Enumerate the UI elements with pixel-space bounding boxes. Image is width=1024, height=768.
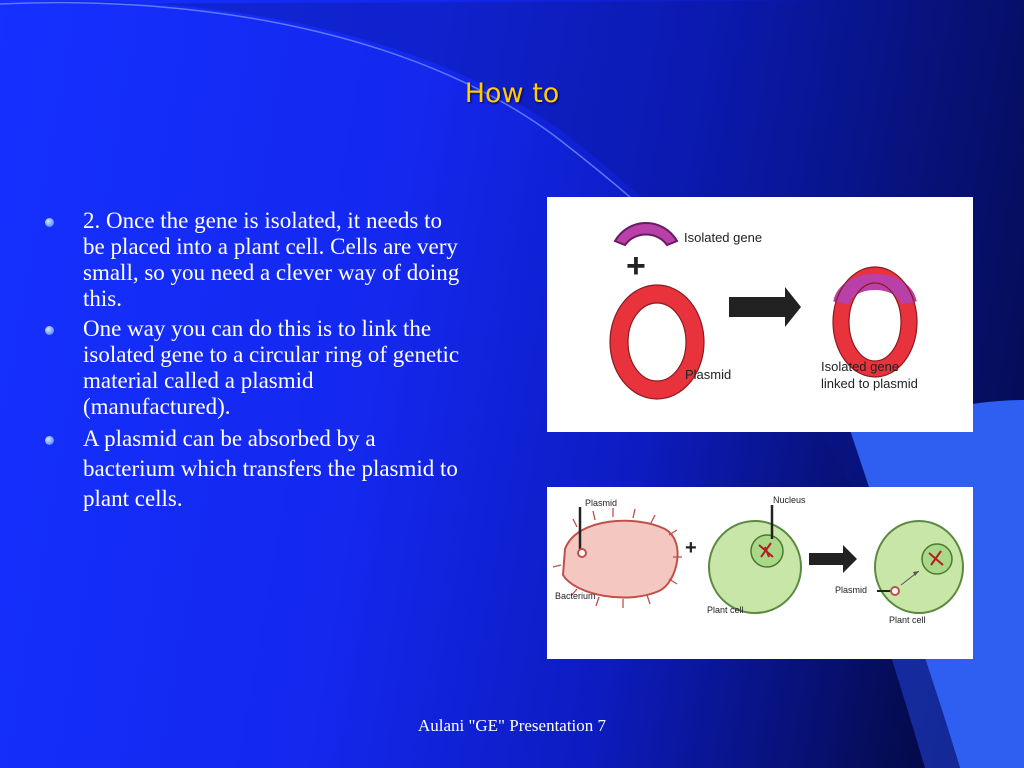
bullet-text: A plasmid can be absorbed by a bacterium… (83, 426, 458, 511)
label-plasmid: Plasmid (685, 367, 732, 382)
plus-icon: + (685, 537, 697, 559)
slide-title: How to (464, 78, 560, 109)
bacterium-body-icon (561, 519, 679, 599)
label-nucleus: Nucleus (773, 495, 806, 505)
arrow-right-icon (809, 545, 857, 573)
gene-plasmid-drawing (609, 222, 918, 400)
label-bacterium: Bacterium (555, 591, 596, 601)
bullet-dot-icon (45, 326, 54, 335)
bullet-text: One way you can do this is to link the i… (83, 316, 460, 419)
label-linked-line2: linked to plasmid (821, 376, 918, 391)
gene-plasmid-diagram: Isolated gene + Plasmid Isolated gene li… (547, 197, 973, 432)
bullet-item: One way you can do this is to link the i… (40, 316, 460, 420)
chromosome-2-icon (928, 550, 944, 566)
plant-cell-plasmid-icon (890, 586, 900, 596)
bacterium-flagella-icon (552, 508, 682, 608)
plant-cell-1-icon (708, 520, 802, 614)
chromosome-icon (758, 542, 774, 558)
label-linked-gene: Isolated gene linked to plasmid (821, 358, 918, 392)
bullet-dot-icon (45, 436, 54, 445)
label-plant-cell-2: Plant cell (889, 615, 926, 625)
label-plasmid-side: Plasmid (835, 585, 868, 595)
bullet-item: A plasmid can be absorbed by a bacterium… (40, 424, 460, 514)
isolated-gene-icon (613, 222, 679, 247)
label-isolated-gene: Isolated gene (684, 230, 763, 245)
plasmid-ring-icon (610, 285, 704, 399)
bullet-list: 2. Once the gene is isolated, it needs t… (40, 208, 460, 518)
arrow-right-icon (729, 287, 801, 327)
bullet-dot-icon (45, 218, 54, 227)
label-plasmid-top: Plasmid (585, 498, 618, 508)
label-plant-cell-1: Plant cell (707, 605, 744, 615)
linked-gene-segment-icon (833, 274, 917, 306)
plus-icon: + (626, 247, 646, 285)
bacterium-plasmid-icon (577, 548, 587, 558)
label-linked-line1: Isolated gene (821, 359, 900, 374)
slide-footer: Aulani "GE" Presentation 7 (417, 716, 607, 735)
bacterium-plant-cell-diagram: Plasmid Bacterium + Nucleus Plant cell P… (547, 487, 973, 659)
bullet-text: 2. Once the gene is isolated, it needs t… (83, 208, 460, 311)
bacterium-plant-cell-drawing (552, 505, 964, 614)
bullet-item: 2. Once the gene is isolated, it needs t… (40, 208, 460, 312)
